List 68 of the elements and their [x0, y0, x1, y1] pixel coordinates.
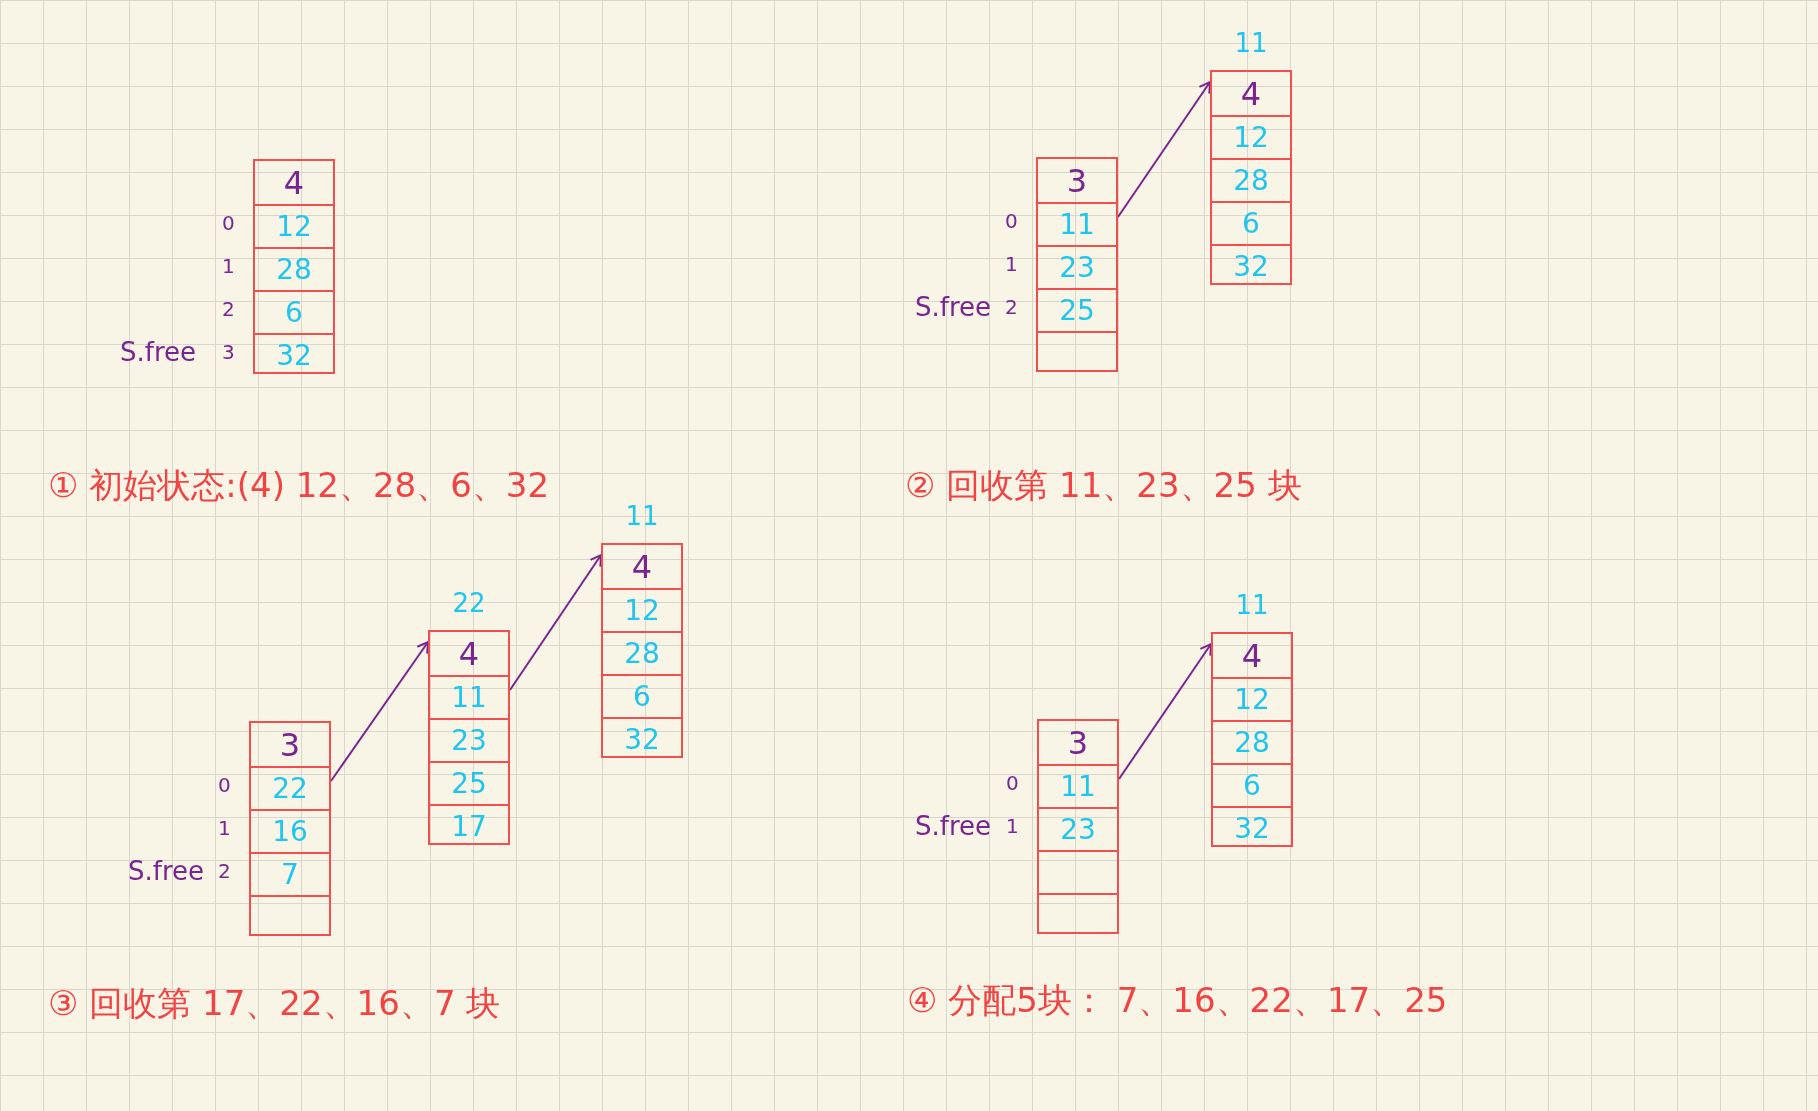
- stack-cell: 28: [603, 631, 681, 674]
- stack-cell: 6: [255, 290, 333, 333]
- arrow: [1118, 643, 1212, 780]
- stack-cell: 23: [430, 718, 508, 761]
- stack-cell: 12: [603, 588, 681, 631]
- block-stack: [253, 159, 335, 374]
- index-label: 0: [222, 211, 235, 235]
- block-stack: [1036, 157, 1118, 372]
- caption: ④ 分配5块： 7、16、22、17、25: [907, 980, 1448, 1020]
- index-label: 0: [1005, 209, 1018, 233]
- stack-cell: 6: [1213, 763, 1291, 806]
- stack-cell: 11: [1039, 764, 1117, 807]
- index-label: 0: [1006, 771, 1019, 795]
- pointer-label: S.free: [915, 293, 992, 321]
- index-label: 0: [218, 773, 231, 797]
- block-number: 11: [624, 501, 660, 531]
- stack-cell: 11: [1038, 202, 1116, 245]
- index-label: 3: [222, 340, 235, 364]
- stack-cell: 3: [1038, 159, 1116, 202]
- stack-cell: 3: [251, 723, 329, 766]
- block-stack: [1037, 719, 1119, 934]
- index-label: 2: [1005, 295, 1018, 319]
- stack-cell: 16: [251, 809, 329, 852]
- stack-cell: 28: [255, 247, 333, 290]
- arrow: [1117, 81, 1211, 218]
- caption: ② 回收第 11、23、25 块: [905, 465, 1302, 505]
- stack-cell: 4: [255, 161, 333, 204]
- stack-cell: 4: [1213, 634, 1291, 677]
- stack-cell: 3: [1039, 721, 1117, 764]
- stack-cell: 4: [603, 545, 681, 588]
- stack-cell: 28: [1212, 158, 1290, 201]
- stack-cell: 25: [430, 761, 508, 804]
- stack-cell: 32: [603, 717, 681, 760]
- stack-cell: 12: [255, 204, 333, 247]
- pointer-label: S.free: [120, 338, 197, 366]
- stack-cell: 12: [1213, 677, 1291, 720]
- caption: ③ 回收第 17、22、16、7 块: [48, 983, 501, 1023]
- stack-cell: 4: [430, 632, 508, 675]
- stack-cell: 32: [1212, 244, 1290, 287]
- caption: ① 初始状态:(4) 12、28、6、32: [48, 465, 550, 505]
- stack-cell: 23: [1039, 807, 1117, 850]
- pointer-label: S.free: [128, 857, 205, 885]
- block-number: 22: [451, 588, 487, 618]
- index-label: 1: [222, 254, 235, 278]
- stack-cell: 6: [603, 674, 681, 717]
- block-number: 11: [1234, 590, 1270, 620]
- index-label: 1: [1006, 814, 1019, 838]
- index-label: 2: [218, 859, 231, 883]
- arrow: [509, 554, 602, 691]
- index-label: 1: [218, 816, 231, 840]
- stack-cell: 4: [1212, 72, 1290, 115]
- stack-cell: 17: [430, 804, 508, 847]
- pointer-label: S.free: [915, 812, 992, 840]
- arrow: [330, 641, 429, 782]
- stack-cell: 32: [1213, 806, 1291, 849]
- stack-cell: 7: [251, 852, 329, 895]
- stack-cell: 12: [1212, 115, 1290, 158]
- block-stack: [249, 721, 331, 936]
- stack-cell: 32: [255, 333, 333, 376]
- stack-cell: 11: [430, 675, 508, 718]
- stack-cell: 25: [1038, 288, 1116, 331]
- stack-cell: 6: [1212, 201, 1290, 244]
- block-number: 11: [1233, 28, 1269, 58]
- index-label: 1: [1005, 252, 1018, 276]
- stack-cell: 23: [1038, 245, 1116, 288]
- stack-cell: 22: [251, 766, 329, 809]
- stack-cell: 28: [1213, 720, 1291, 763]
- index-label: 2: [222, 297, 235, 321]
